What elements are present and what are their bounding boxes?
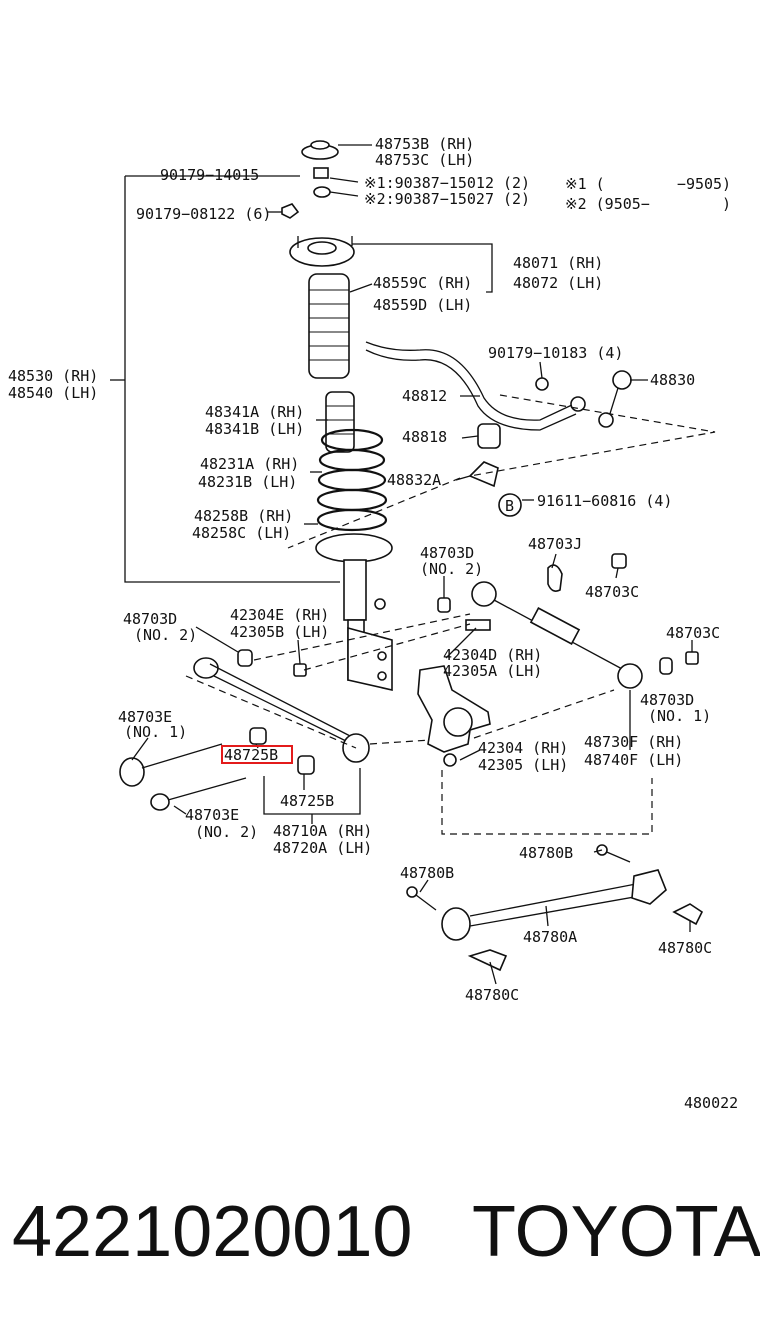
label-48780c-right[interactable]: 48780C [658,939,712,957]
label-48830[interactable]: 48830 [650,371,695,389]
label-48559c[interactable]: 48559C (RH) [373,274,472,292]
label-48780c-bottom[interactable]: 48780C [465,986,519,1004]
label-42305[interactable]: 42305 (LH) [478,756,568,774]
label-48703d-top-no: (NO. 2) [420,560,483,578]
label-48710a[interactable]: 48710A (RH) [273,822,372,840]
label-48703j[interactable]: 48703J [528,535,582,553]
label-48703e-top-no: (NO. 1) [124,723,187,741]
label-legend2: ※2 (9505− ) [565,195,731,213]
label-48730f[interactable]: 48730F (RH) [584,733,683,751]
label-48740f[interactable]: 48740F (LH) [584,751,683,769]
label-42304d[interactable]: 42304D (RH) [443,646,542,664]
label-48703d-right[interactable]: 48703D [640,691,694,709]
label-circle-b: B [505,497,514,515]
label-48703e-top[interactable]: 48703E [118,708,172,726]
footer: 4221020010 TOYOTA [12,1192,760,1272]
label-48703e-bot-no: (NO. 2) [195,823,258,841]
label-42304[interactable]: 42304 (RH) [478,739,568,757]
label-90179-10183[interactable]: 90179−10183 (4) [488,344,623,362]
label-48703c-right[interactable]: 48703C [666,624,720,642]
part-number: 4221020010 [12,1192,412,1272]
label-90179-14015[interactable]: 90179−14015 [160,166,259,184]
label-48071[interactable]: 48071 (RH) [513,254,603,272]
axle-carrier [417,665,491,767]
label-48832a[interactable]: 48832A [387,471,441,489]
label-48720a[interactable]: 48720A (LH) [273,839,372,857]
label-48258c[interactable]: 48258C (LH) [192,524,291,542]
diagram-code: 480022 [684,1094,738,1112]
label-48341b[interactable]: 48341B (LH) [205,420,304,438]
label-48812[interactable]: 48812 [402,387,447,405]
label-48780b-right[interactable]: 48780B [519,844,573,862]
label-48725b[interactable]: 48725B [280,792,334,810]
label-48753c[interactable]: 48753C (LH) [375,151,474,169]
suspension-links [119,553,699,835]
label-42305b[interactable]: 42305B (LH) [230,623,329,641]
label-48703d-right-no: (NO. 1) [648,707,711,725]
label-48725b-highlighted[interactable]: 48725B [224,746,278,764]
label-48818[interactable]: 48818 [402,428,447,446]
label-48780b-left[interactable]: 48780B [400,864,454,882]
brand-name: TOYOTA [472,1192,760,1272]
label-48780a[interactable]: 48780A [523,928,577,946]
label-42304e[interactable]: 42304E (RH) [230,606,329,624]
label-legend1: ※1 ( −9505) [565,175,731,193]
part-labels: 48753B (RH) 48753C (LH) 90179−14015 ※1:9… [8,135,738,1112]
strut-assembly [110,140,393,692]
label-48530[interactable]: 48530 (RH) [8,367,98,385]
label-48703d-top[interactable]: 48703D [420,544,474,562]
label-42305a[interactable]: 42305A (LH) [443,662,542,680]
label-48258b[interactable]: 48258B (RH) [194,507,293,525]
label-48559d[interactable]: 48559D (LH) [373,296,472,314]
leader-lines [131,144,693,985]
label-48231a[interactable]: 48231A (RH) [200,455,299,473]
label-48072[interactable]: 48072 (LH) [513,274,603,292]
label-48703e-bot[interactable]: 48703E [185,806,239,824]
label-90179-08122[interactable]: 90179−08122 (6) [136,205,271,223]
highlight-48725b [221,745,293,764]
label-48703d-left[interactable]: 48703D [123,610,177,628]
trailing-arm [406,844,704,972]
label-48703c-top[interactable]: 48703C [585,583,639,601]
label-note2: ※2:90387−15027 (2) [364,190,530,208]
label-48753b[interactable]: 48753B (RH) [375,135,474,153]
label-note1: ※1:90387−15012 (2) [364,174,530,192]
label-91611-60816[interactable]: 91611−60816 (4) [537,492,672,510]
label-48540[interactable]: 48540 (LH) [8,384,98,402]
label-48341a[interactable]: 48341A (RH) [205,403,304,421]
label-48703d-left-no: (NO. 2) [134,626,197,644]
label-48231b[interactable]: 48231B (LH) [198,473,297,491]
